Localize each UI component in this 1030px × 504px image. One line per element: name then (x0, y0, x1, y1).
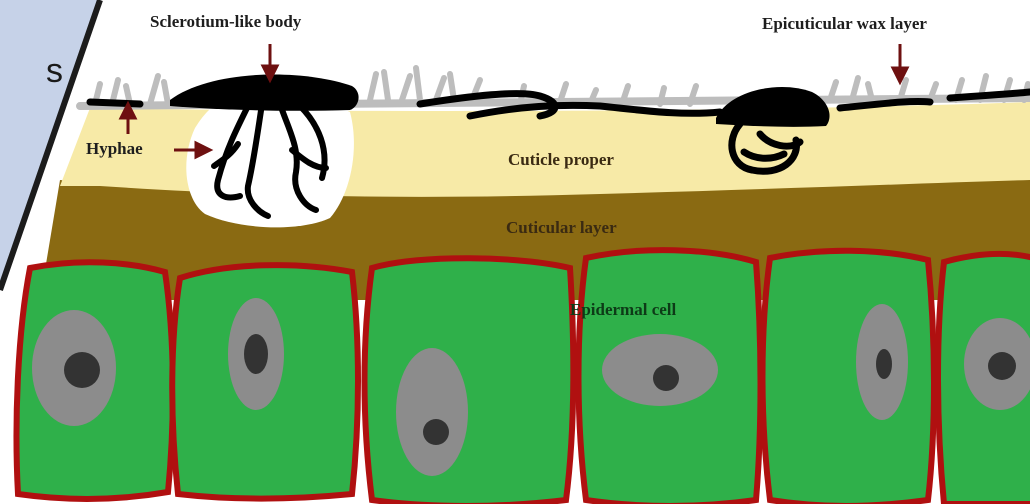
label-sclerotium-like-body: Sclerotium-like body (150, 12, 301, 32)
sclerotium-body-2 (716, 87, 830, 127)
nucleus-3 (423, 419, 449, 445)
epidermal-cell-3 (365, 258, 574, 504)
sclerotium-body-1 (170, 74, 359, 110)
nucleus-5 (876, 349, 892, 379)
nucleus-2 (244, 334, 268, 374)
label-hyphae: Hyphae (86, 139, 172, 159)
slide-text-fragment: s (46, 52, 63, 91)
label-epicuticular-wax-layer: Epicuticular wax layer (762, 14, 927, 34)
nucleus-1 (64, 352, 100, 388)
label-cuticular-layer: Cuticular layer (506, 218, 617, 238)
label-cuticle-proper: Cuticle proper (508, 150, 614, 170)
epidermal-cell-5 (763, 251, 935, 504)
label-epidermal-cell: Epidermal cell (570, 300, 676, 320)
nucleus-4 (653, 365, 679, 391)
hyphae-cavity (186, 98, 354, 227)
nucleus-6 (988, 352, 1016, 380)
vacuole-3 (396, 348, 468, 476)
